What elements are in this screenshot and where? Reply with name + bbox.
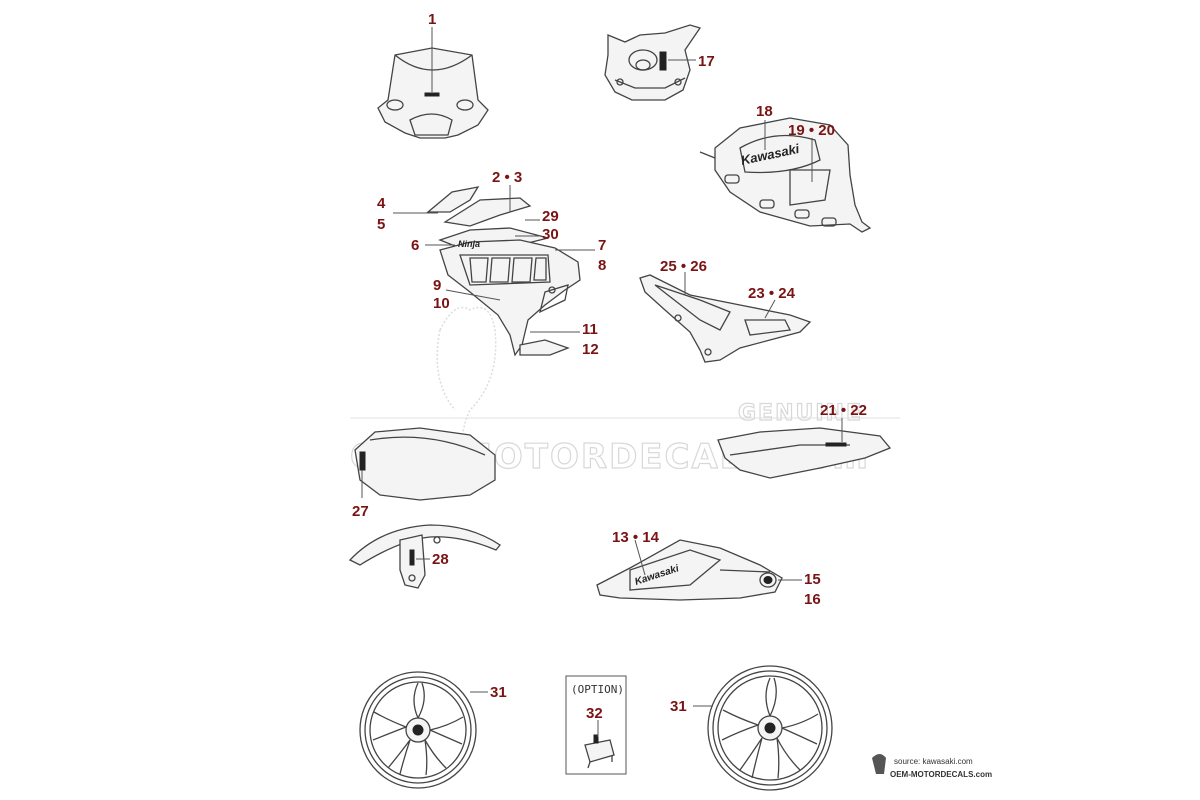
- label-28: 28: [432, 551, 449, 568]
- label-23-24: 23 • 24: [748, 285, 796, 302]
- label-6: 6: [411, 237, 419, 254]
- label-19-20: 19 • 20: [788, 122, 835, 139]
- upper-cowl: [377, 47, 489, 139]
- label-13-14: 13 • 14: [612, 529, 660, 546]
- source-line-1: source: kawasaki.com: [894, 757, 973, 766]
- label-32: 32: [586, 705, 603, 722]
- label-1: 1: [428, 11, 436, 28]
- label-2-3: 2 • 3: [492, 169, 522, 186]
- label-4: 4: [377, 195, 386, 212]
- seat-cowl-top: [604, 24, 702, 101]
- label-25-26: 25 • 26: [660, 258, 707, 275]
- label-12: 12: [582, 341, 599, 358]
- source-credit: source: kawasaki.com OEM-MOTORDECALS.com: [872, 754, 992, 779]
- tail-side-cover: [639, 274, 812, 363]
- label-11: 11: [582, 321, 598, 338]
- label-16: 16: [804, 591, 821, 608]
- source-line-2: OEM-MOTORDECALS.com: [890, 770, 992, 779]
- label-21-22: 21 • 22: [820, 402, 867, 419]
- watermark-genuine: GENUINE: [738, 401, 863, 426]
- label-15: 15: [804, 571, 821, 588]
- label-17: 17: [698, 53, 715, 70]
- label-8: 8: [598, 257, 606, 274]
- option-label: (OPTION): [571, 683, 624, 696]
- label-7: 7: [598, 237, 606, 254]
- rear-tail: [717, 427, 892, 479]
- front-cowl-side: [354, 427, 496, 501]
- option-box: (OPTION): [565, 675, 627, 775]
- label-10: 10: [433, 295, 450, 312]
- belly-pan: Kawasaki: [596, 539, 783, 601]
- label-9: 9: [433, 277, 441, 294]
- side-fairing: Ninja: [426, 186, 581, 357]
- label-5: 5: [377, 216, 385, 233]
- fuel-tank-cover: Kawasaki: [699, 117, 872, 233]
- label-31-right: 31: [670, 698, 687, 715]
- ninja-script: Ninja: [458, 239, 480, 249]
- front-wheel: [359, 671, 477, 789]
- rear-wheel: [707, 665, 833, 791]
- label-31-left: 31: [490, 684, 507, 701]
- label-18: 18: [756, 103, 773, 120]
- front-fender: [348, 524, 501, 589]
- label-29: 29: [542, 208, 559, 225]
- label-27: 27: [352, 503, 369, 520]
- label-30: 30: [542, 226, 559, 243]
